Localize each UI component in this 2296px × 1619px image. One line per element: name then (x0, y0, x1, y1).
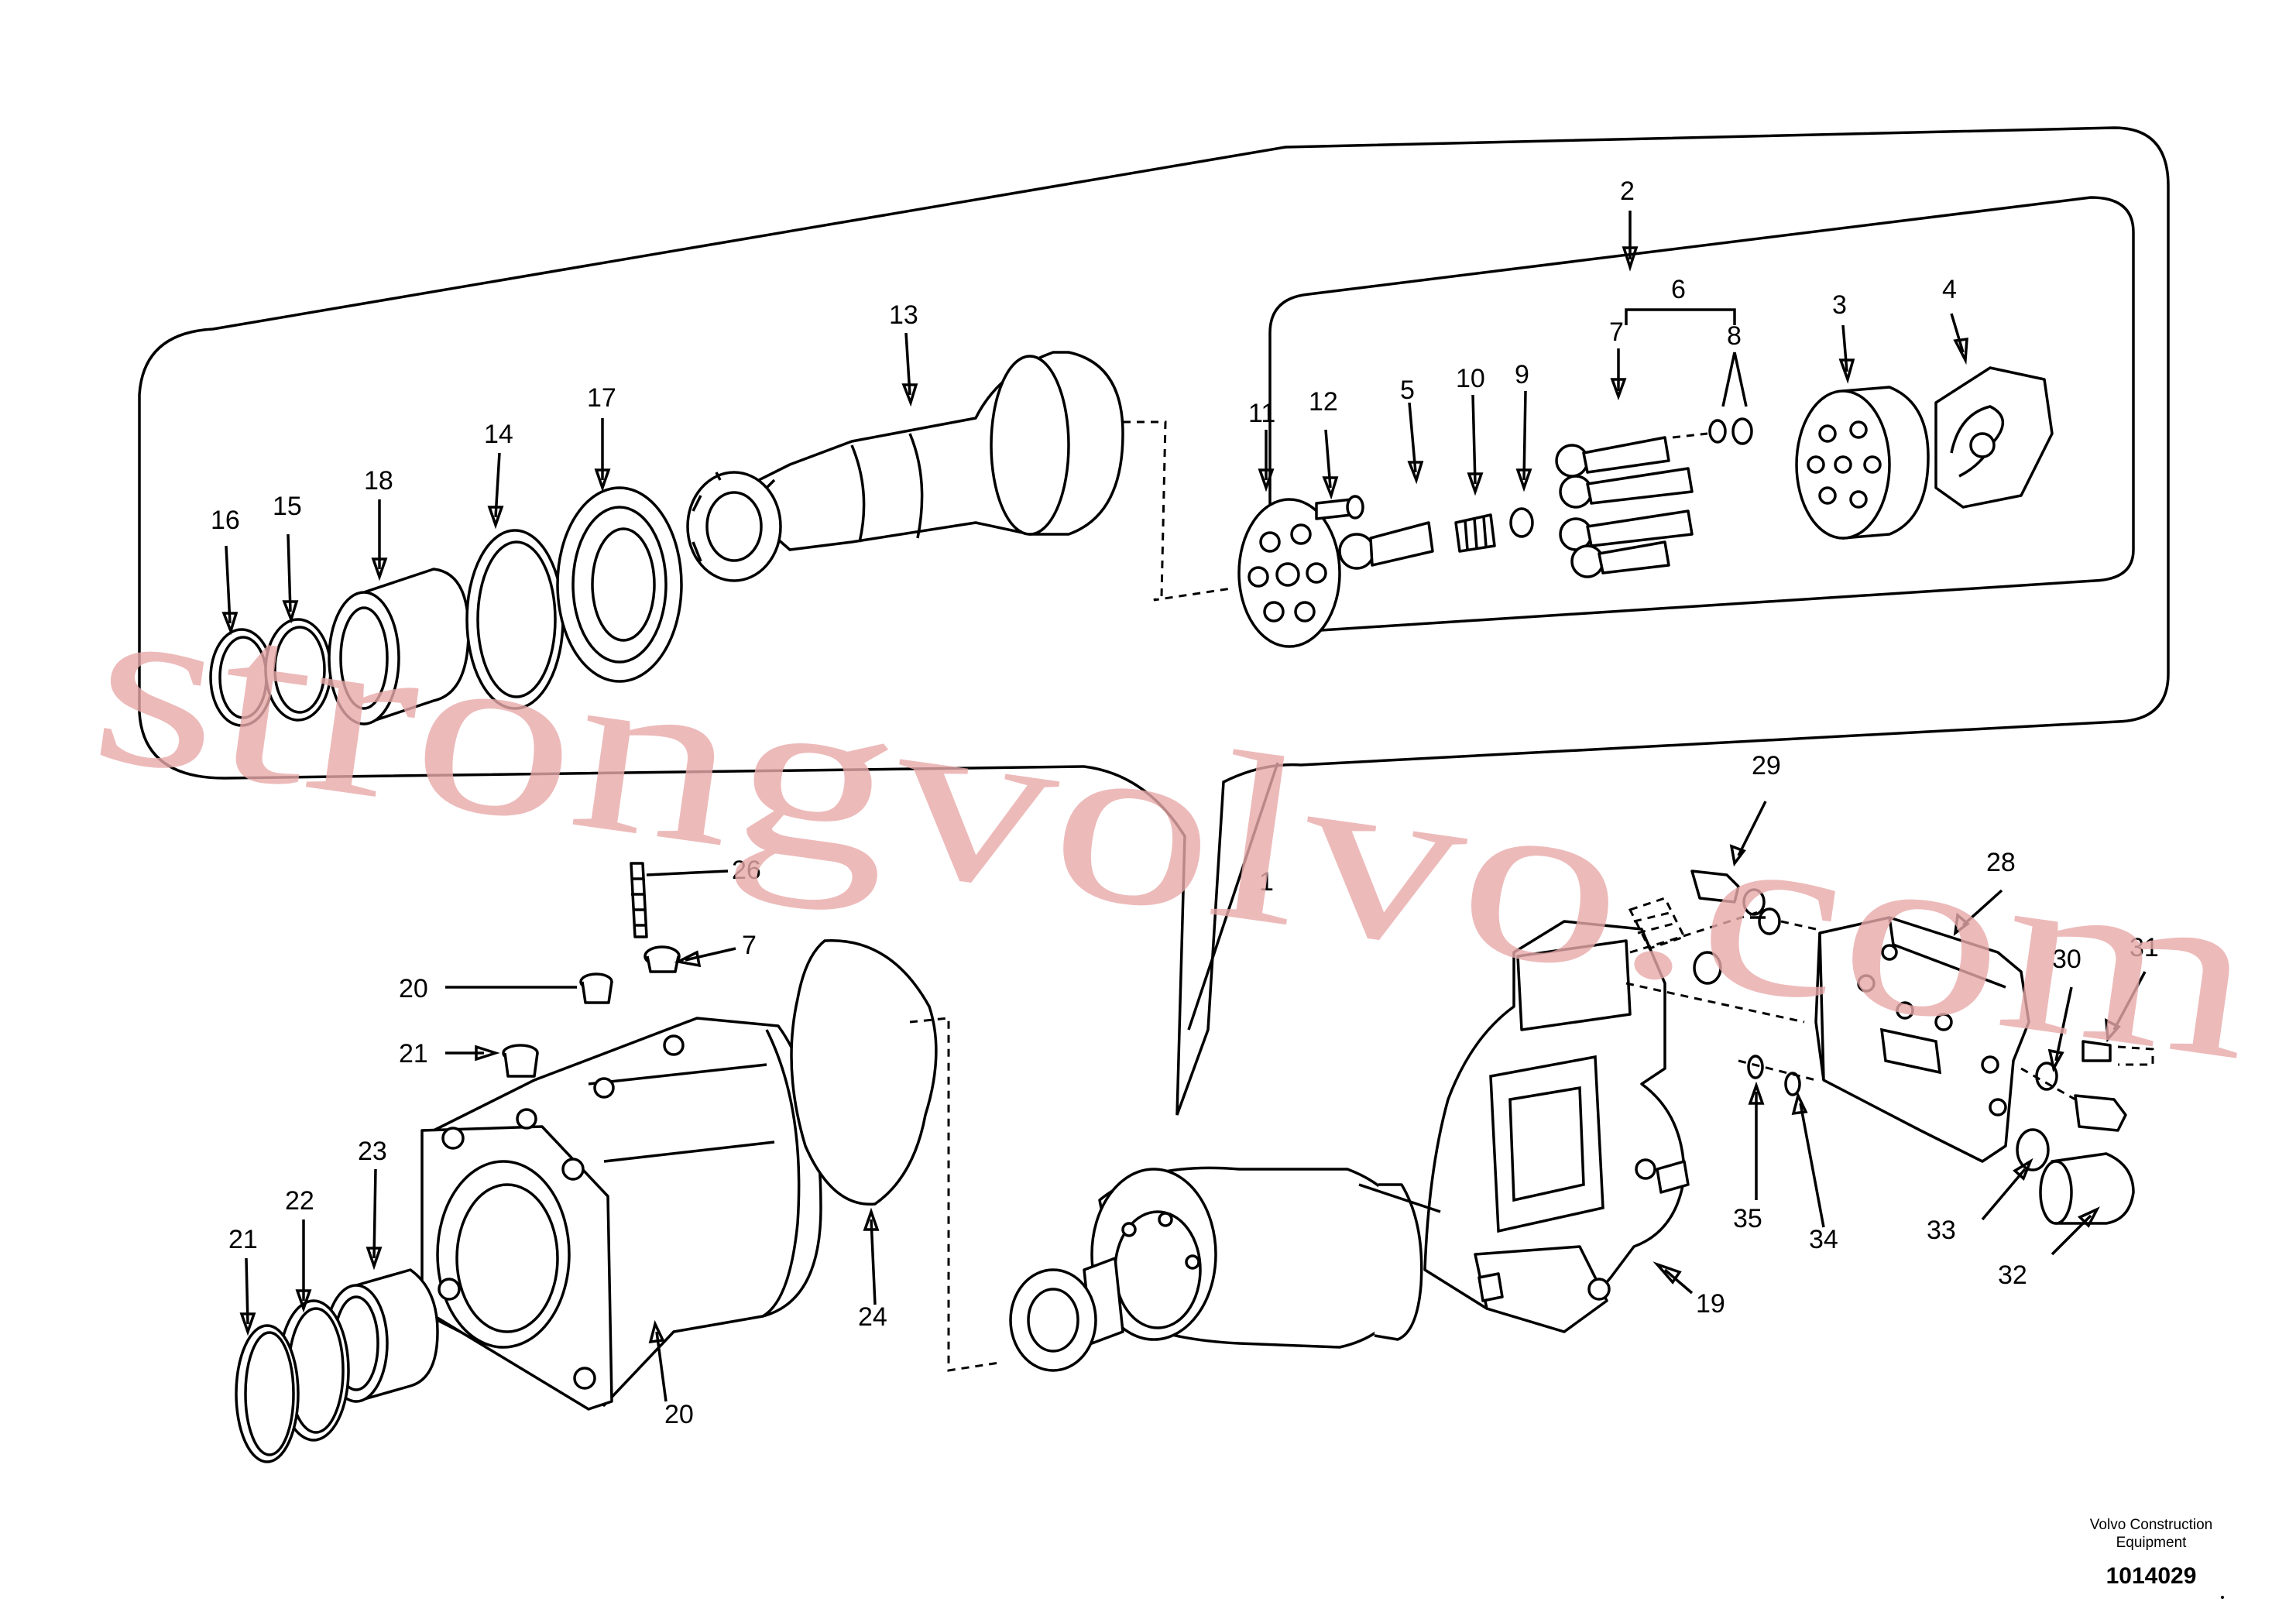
callout-25: 24 (858, 1302, 887, 1332)
callout-21-top: 20 (399, 974, 428, 1003)
control-valve-28 (1814, 916, 2030, 1163)
fitting-31-dash (2020, 1067, 2076, 1101)
fitting-29 (1690, 870, 1766, 916)
oring-35 (1747, 1055, 1764, 1079)
callout-30: 30 (2052, 945, 2082, 974)
callout-11: 11 (1248, 399, 1275, 428)
circlip-22 (235, 1324, 300, 1463)
callout-7-upper: 7 (1609, 317, 1624, 347)
callout-leader-1 (1187, 762, 1279, 1031)
callout-20: 20 (664, 1400, 694, 1429)
callout-16: 16 (211, 506, 240, 535)
callout-4: 4 (1942, 275, 1957, 304)
spring-10 (1454, 513, 1496, 553)
callout-7-lower: 7 (742, 931, 757, 960)
cylinder-block-3 (1795, 386, 1930, 540)
callout-22: 21 (228, 1225, 258, 1254)
callout-2: 2 (1620, 177, 1635, 206)
callout-8: 8 (1727, 321, 1742, 351)
callout-34: 34 (1809, 1225, 1838, 1254)
callout-9: 9 (1515, 360, 1529, 389)
valve-dash-1 (1625, 982, 1805, 1024)
bearing-17 (556, 486, 683, 683)
washer-14 (465, 529, 565, 710)
callout-32: 32 (1998, 1261, 2027, 1290)
callout-12: 12 (1309, 387, 1338, 417)
callout-14: 14 (484, 420, 513, 449)
plug-7 (643, 945, 681, 973)
callout-23: 22 (285, 1186, 314, 1216)
housing-dash (909, 1017, 1000, 1372)
oring-33 (2016, 1128, 2050, 1171)
drive-shaft-13 (686, 351, 1124, 582)
callout-18: 18 (364, 466, 393, 496)
watermark: strongvolvo.com (79, 545, 2270, 1111)
callout-3: 3 (1832, 290, 1847, 320)
callout-10: 10 (1456, 364, 1485, 393)
ring-8a (1708, 419, 1727, 444)
center-pin-5 (1338, 521, 1434, 570)
shaft-connection-dash (1123, 420, 1232, 602)
callout-28: 28 (1986, 848, 2016, 877)
drawing-number: 1014029 (2106, 1563, 2197, 1589)
washer-9 (1509, 507, 1534, 538)
ring-8b (1731, 417, 1753, 445)
oring-34 (1784, 1072, 1801, 1096)
callout-15: 15 (273, 492, 302, 521)
gasket-25 (790, 939, 938, 1206)
credit-line-1: Volvo Construction (2090, 1517, 2212, 1533)
callout-1: 1 (1259, 867, 1274, 897)
dashed-fitting-ghost (1628, 897, 1687, 950)
callout-19: 19 (1696, 1289, 1725, 1319)
corner-dot (2221, 1596, 2224, 1599)
piston-set-6 (1555, 436, 1694, 578)
callout-21-left: 21 (399, 1039, 428, 1068)
callout-labels: 2 6 3 4 7 8 9 10 5 12 11 13 17 14 18 15 … (211, 177, 2159, 1429)
retainer-plate-11 (1237, 498, 1341, 648)
rotating-group-1 (1009, 1166, 1423, 1372)
leader-lines (221, 211, 2147, 1402)
callout-26: 26 (732, 856, 761, 885)
callout-31: 31 (2130, 933, 2159, 962)
sleeve-18 (328, 568, 470, 725)
callout-24: 23 (358, 1137, 387, 1166)
callout-5: 5 (1400, 376, 1415, 405)
callout-17: 17 (587, 383, 616, 413)
motor-housing-20 (420, 1017, 822, 1411)
callout-6: 6 (1671, 275, 1686, 304)
credit-line-2: Equipment (2116, 1535, 2188, 1551)
fitting-31 (2074, 1040, 2154, 1132)
callout-13: 13 (889, 300, 918, 330)
plug-21-left (502, 1044, 539, 1078)
callout-35: 35 (1733, 1204, 1762, 1233)
oring-fitting (1758, 907, 1781, 935)
callout-33: 33 (1927, 1216, 1956, 1245)
callout-29: 29 (1752, 751, 1781, 780)
plug-26 (630, 862, 648, 938)
ring-8-dash (1672, 432, 1708, 439)
plug-21-top (579, 972, 613, 1004)
valve-dash-2 (1780, 920, 1817, 931)
valve-plate-4 (1934, 366, 2054, 509)
screw-12 (1315, 495, 1364, 520)
oring-port (1693, 951, 1722, 985)
port-block-19 (1423, 920, 1690, 1333)
outer-detail-balloon (138, 126, 2170, 1116)
plug-32 (2039, 1152, 2135, 1225)
